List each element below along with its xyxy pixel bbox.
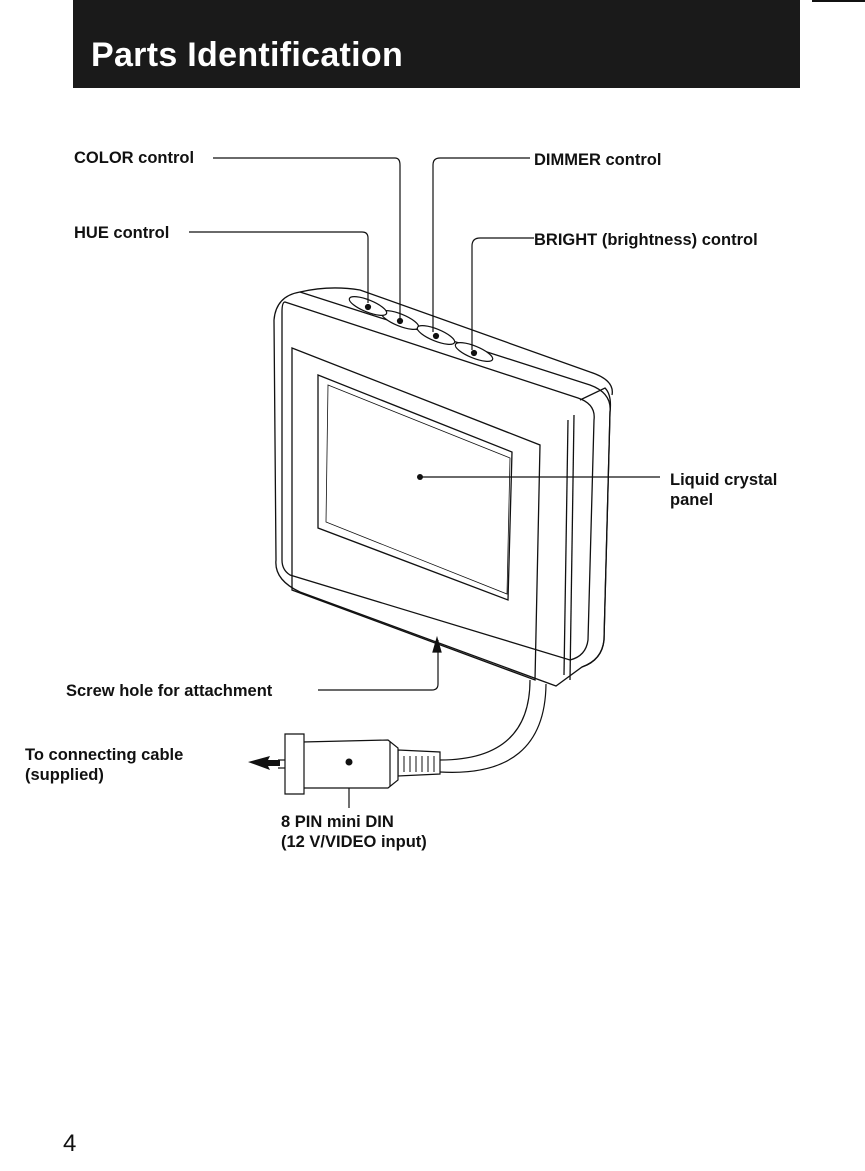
- monitor-body: [274, 288, 612, 686]
- mini-din-label: 8 PIN mini DIN (12 V/VIDEO input): [281, 812, 481, 852]
- cable-and-connector: [278, 680, 546, 794]
- page-number: 4: [63, 1130, 76, 1158]
- connecting-cable-label: To connecting cable (supplied): [25, 745, 250, 785]
- screw-hole-label: Screw hole for attachment: [66, 681, 272, 701]
- lcd-panel-label: Liquid crystal panel: [670, 470, 830, 510]
- arrow-left-icon: [248, 756, 280, 770]
- lcd-pointer-dot: [417, 474, 423, 480]
- color-control-label: COLOR control: [74, 148, 194, 168]
- dimmer-knob-icon: [415, 322, 457, 348]
- leader-lines: [189, 158, 660, 808]
- dimmer-control-label: DIMMER control: [534, 150, 661, 170]
- mini-din-label-line-2: (12 V/VIDEO input): [281, 832, 481, 852]
- mini-din-label-line-1: 8 PIN mini DIN: [281, 812, 481, 832]
- connecting-cable-label-line-2: (supplied): [25, 765, 250, 785]
- bright-control-label: BRIGHT (brightness) control: [534, 230, 758, 250]
- lcd-panel-label-line-1: Liquid crystal: [670, 470, 830, 490]
- connecting-cable-label-line-1: To connecting cable: [25, 745, 250, 765]
- din-pointer-dot: [346, 759, 353, 766]
- hue-control-label: HUE control: [74, 223, 169, 243]
- lcd-panel-label-line-2: panel: [670, 490, 830, 510]
